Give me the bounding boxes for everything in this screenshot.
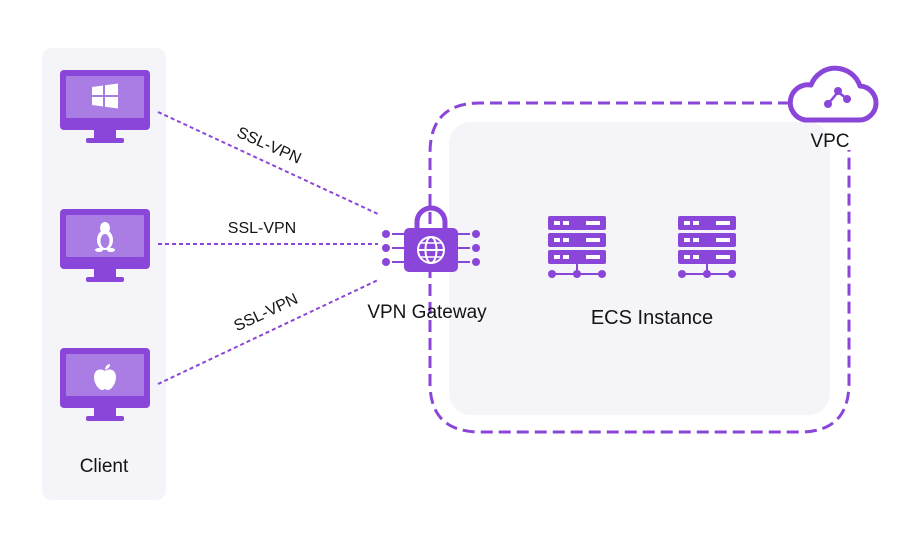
vpc-label: VPC [810, 131, 849, 152]
vpc-boundary [428, 101, 851, 434]
gateway-label: VPN Gateway [367, 302, 487, 323]
linux-icon [95, 222, 115, 252]
apple-monitor [60, 348, 150, 421]
windows-monitor [60, 70, 150, 143]
cloud-icon [787, 65, 879, 123]
ecs-label: ECS Instance [591, 307, 713, 329]
windows-icon [92, 83, 118, 109]
linux-monitor [60, 209, 150, 282]
connection-label-top: SSL-VPN [234, 124, 303, 167]
client-label: Client [80, 456, 129, 477]
vpc-inner-panel [449, 122, 830, 415]
connection-line-bottom [157, 279, 379, 385]
apple-icon [94, 364, 116, 390]
connection-label-bottom: SSL-VPN [231, 291, 300, 335]
connection-line-top [157, 111, 379, 215]
connection-label-middle: SSL-VPN [228, 220, 296, 237]
lock-globe-icon [382, 205, 480, 272]
